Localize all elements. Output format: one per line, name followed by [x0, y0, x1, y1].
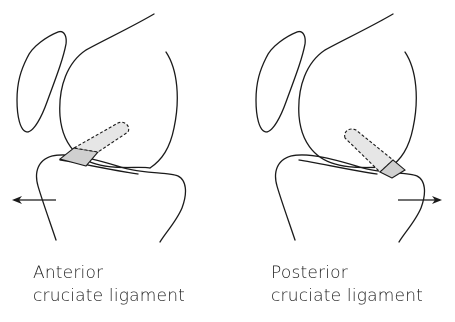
femur-condyle — [299, 14, 393, 168]
posterior-panel — [256, 14, 424, 242]
anterior-ligament-dashed-segment — [74, 122, 129, 152]
patella-shape — [17, 32, 66, 132]
posterior-caption-line2: cruciate ligament — [271, 285, 423, 308]
anterior-caption: Anterior cruciate ligament — [33, 262, 185, 308]
femur-back-edge — [150, 52, 177, 168]
anterior-panel — [17, 14, 185, 242]
posterior-caption-line1: Posterior — [271, 262, 423, 285]
femur-back-edge — [389, 52, 416, 168]
anterior-caption-line2: cruciate ligament — [33, 285, 185, 308]
patella-shape — [256, 32, 305, 132]
anterior-caption-line1: Anterior — [33, 262, 185, 285]
tibia-shape — [37, 155, 186, 242]
posterior-caption: Posterior cruciate ligament — [271, 262, 423, 308]
posterior-ligament-dashed-segment — [345, 129, 393, 172]
